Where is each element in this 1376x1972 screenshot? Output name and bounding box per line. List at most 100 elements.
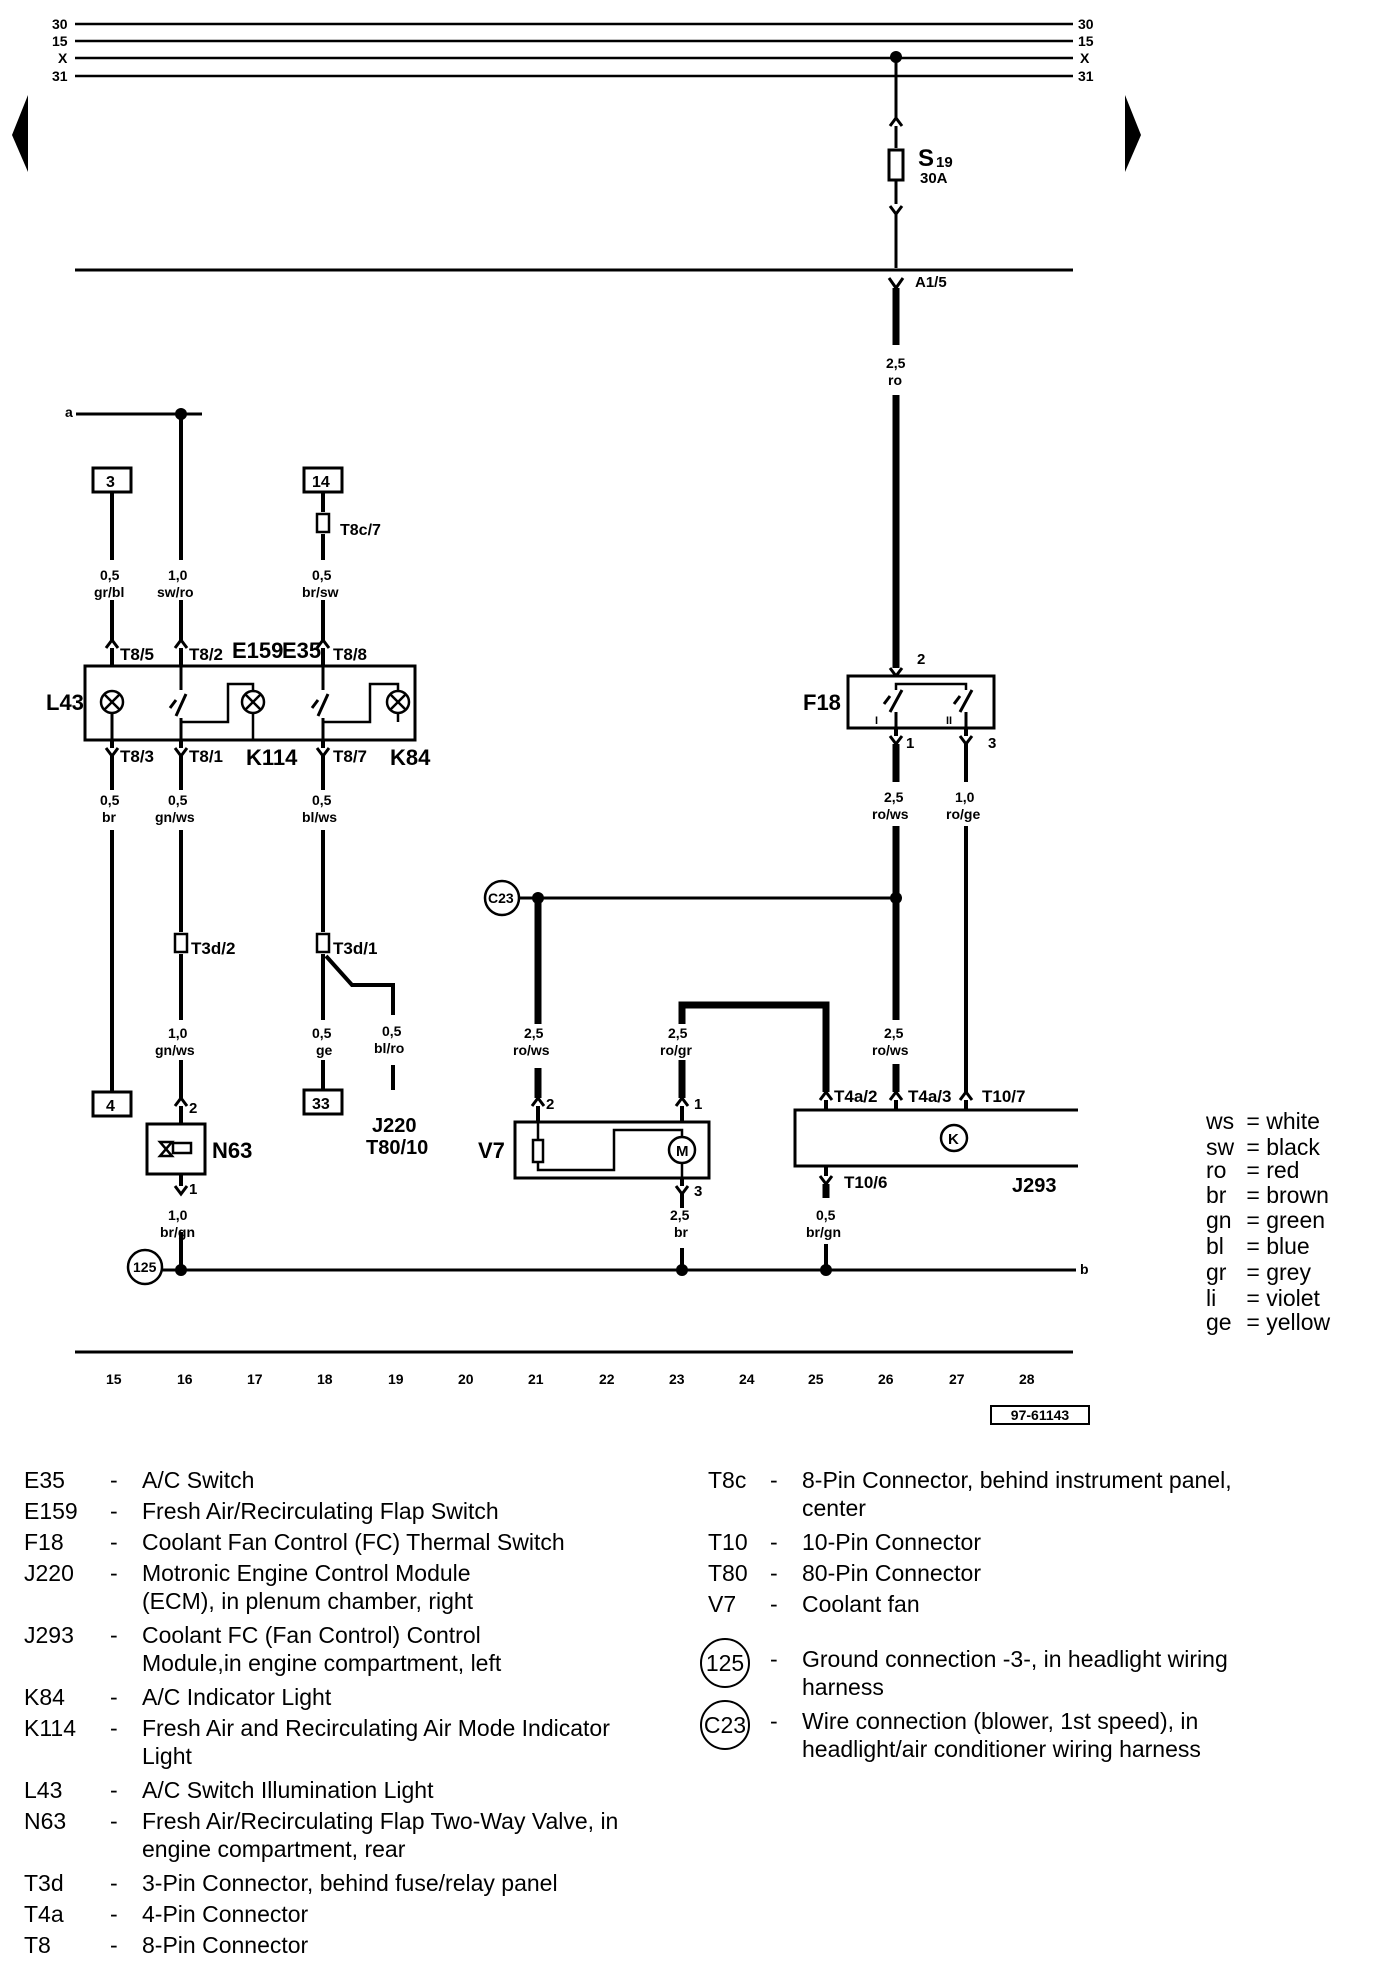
component-n63: N63 [212,1138,252,1163]
pin-t83: T8/3 [120,747,154,766]
pin-t8c7: T8c/7 [340,522,381,539]
n63-pin-2: 2 [189,1100,197,1117]
wire-w2-color: sw/ro [157,584,194,600]
column-number: 25 [808,1371,824,1387]
wire-w5-size: 0,5 [168,792,188,808]
component-g125: 125 [133,1259,157,1275]
wire-w13-size: 2,5 [670,1207,690,1223]
c23-connection [483,879,902,1098]
svg-text:3: 3 [106,474,115,491]
wire-w16-color: ro/ws [872,1042,909,1058]
f18-numeral-1: I [875,715,878,727]
wire-w3-color: br/sw [302,584,339,600]
wire-w13-color: br [674,1224,689,1240]
pin-t85: T8/5 [120,645,154,664]
pin-t106: T10/6 [844,1173,887,1192]
key-item: E159-Fresh Air/Recirculating Flap Switch [24,1498,499,1524]
pin-t82: T8/2 [189,645,223,664]
fuse-s19-name: S [918,145,934,172]
wire-w12-size: 2,5 [668,1025,688,1041]
v7-pin-3: 3 [694,1183,702,1200]
rail-x-label-right: X [1080,50,1090,66]
wire-w5-color: gn/ws [155,809,195,825]
previous-page-arrow-icon[interactable] [12,95,28,172]
v7-pin-1: 1 [694,1096,702,1113]
column-number: 17 [247,1371,263,1387]
svg-text:33: 33 [312,1096,330,1113]
key-item: -Wire connection (blower, 1st speed), in… [770,1708,1201,1762]
diagram-reference-number: 97-61143 [990,1405,1090,1425]
wire-w4-color: br [102,809,117,825]
component-j220: J220 [372,1115,417,1137]
key-item: J220-Motronic Engine Control Module (ECM… [24,1560,474,1614]
wire-w11-size: 2,5 [524,1025,544,1041]
wire-w12-color: ro/gr [660,1042,692,1058]
wire-w16-size: 2,5 [884,1025,904,1041]
legend-row: br = brown [1206,1182,1329,1208]
fan-motor-letter: M [676,1143,689,1160]
a15-pin-label: A1/5 [915,274,947,291]
column-number: 18 [317,1371,333,1387]
wire-w14-color: ro/ws [872,806,909,822]
rail-15-label-left: 15 [52,33,68,49]
key-item: N63-Fresh Air/Recirculating Flap Two-Way… [24,1808,619,1862]
key-item: T8-8-Pin Connector [24,1932,309,1958]
switch-f18 [846,667,996,1092]
wire-w6-color: bl/ws [302,809,337,825]
legend-row: gr = grey [1206,1259,1311,1285]
key-item: -Ground connection -3-, in headlight wir… [770,1646,1228,1700]
fan-v7 [513,1095,711,1270]
switch-housing-e159-e35 [83,637,417,759]
component-k84: K84 [390,745,431,770]
column-number: 19 [388,1371,404,1387]
wire-w14-size: 2,5 [884,789,904,805]
column-number: 21 [528,1371,544,1387]
pin-t4a2: T4a/2 [834,1087,877,1106]
component-c23: C23 [488,890,514,906]
component-f18: F18 [803,690,841,715]
wiring-diagram: 30 15 X 31 30 15 X 31 S 19 30A A1/5 2,5 … [12,16,1141,1387]
rail-31-label-left: 31 [52,68,68,84]
column-number: 22 [599,1371,615,1387]
key-item: K84-A/C Indicator Light [24,1684,332,1710]
pin-t87: T8/7 [333,747,367,766]
rail-31-label-right: 31 [1078,68,1094,84]
key-item: J293-Coolant FC (Fan Control) Control Mo… [24,1622,502,1676]
component-t8010: T80/10 [366,1137,428,1159]
f18-pin-2: 2 [917,651,925,668]
pin-t3d2: T3d/2 [191,939,235,958]
pin-t88: T8/8 [333,645,367,664]
column-number: 23 [669,1371,685,1387]
legend-row: sw = black [1206,1134,1320,1160]
v7-pin-2: 2 [546,1096,554,1113]
f18-pin-1: 1 [906,735,914,752]
legend-row: ro = red [1206,1157,1300,1183]
component-j293: J293 [1012,1175,1057,1197]
box-4: 4 [91,1090,133,1118]
key-item: T8c-8-Pin Connector, behind instrument p… [708,1467,1232,1521]
column-number: 27 [949,1371,965,1387]
rail-x-label-left: X [58,50,68,66]
wire-w11-color: ro/ws [513,1042,550,1058]
wire-w15-color: ro/ge [946,806,980,822]
wire-w17-color: br/gn [806,1224,841,1240]
wire-w10-size: 1,0 [168,1207,188,1223]
column-number: 16 [177,1371,193,1387]
key-item: K114-Fresh Air and Recirculating Air Mod… [24,1715,610,1769]
box-3: 3 [91,466,133,494]
wire-a-end-label: a [65,404,73,420]
next-page-arrow-icon[interactable] [1125,95,1141,172]
column-number: 15 [106,1371,122,1387]
legend-row: gn = green [1206,1207,1326,1233]
pin-t107: T10/7 [982,1087,1025,1106]
f18-numeral-2: II [946,715,952,727]
module-j293 [793,1089,1078,1270]
component-l43: L43 [46,690,84,715]
pin-t81: T8/1 [189,747,223,766]
fuse-s19-sub: 19 [936,154,953,171]
wire-w6-size: 0,5 [312,792,332,808]
legend-row: bl = blue [1206,1233,1310,1259]
key-item: E35-A/C Switch [24,1467,255,1493]
component-e35: E35 [282,638,321,663]
wire-w1-color: gr/bl [94,584,124,600]
